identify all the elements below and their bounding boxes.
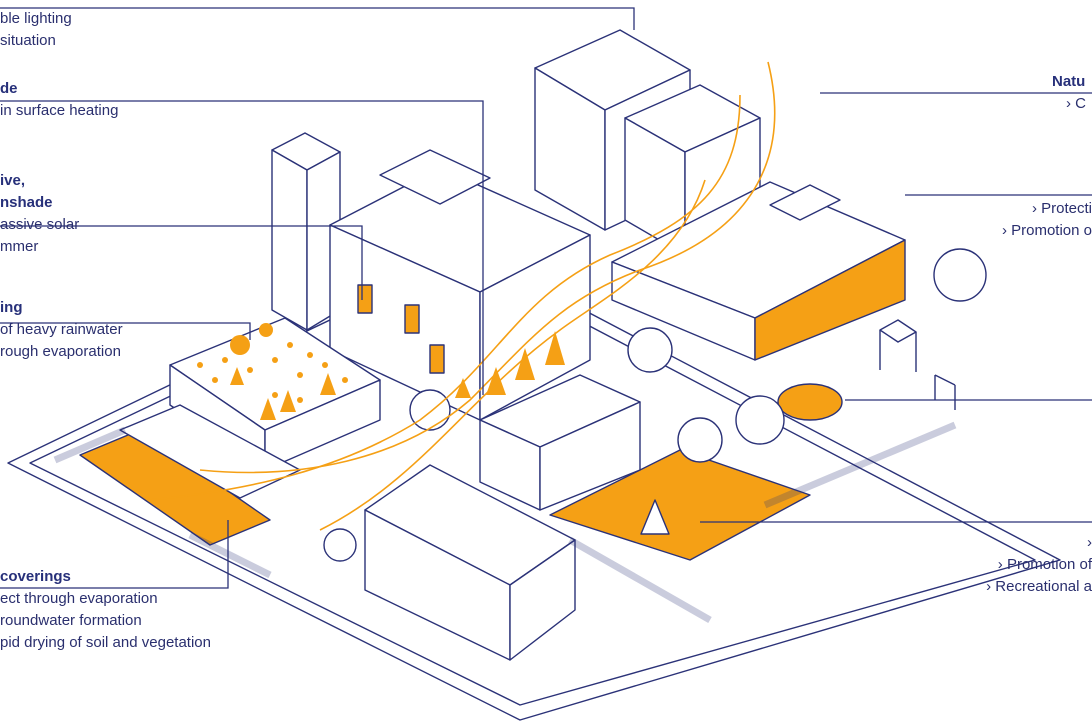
label-coverings: coverings ect through evaporation roundw… <box>0 566 211 654</box>
leader-coverings <box>0 520 229 589</box>
label-park: › › Promotion of › Recreational a <box>986 532 1092 598</box>
front-villa <box>364 464 576 661</box>
hedge-left <box>53 421 957 624</box>
leader-lighting <box>0 7 635 30</box>
left-courtyard-paving <box>79 429 271 546</box>
label-lighting: ble lighting situation <box>0 8 72 52</box>
label-shade-heading: de <box>0 80 18 97</box>
label-park-line-1: › <box>1087 534 1092 551</box>
label-roof-heading: ing <box>0 299 23 316</box>
label-natural: Natu › C <box>1052 71 1086 115</box>
leader-lines <box>0 7 1092 589</box>
label-natural-line-1: › C <box>1066 95 1086 112</box>
label-protection-line-2: › Promotion o <box>1001 222 1092 239</box>
label-protection-line-1: › Protecti <box>1031 200 1092 217</box>
ground-plate-inner <box>29 257 1036 706</box>
label-lighting-line-1: ble lighting <box>0 10 72 27</box>
label-roof: ing of heavy rainwater rough evaporation <box>0 297 123 363</box>
green-roof-building <box>119 317 381 499</box>
orange-trees <box>197 323 565 420</box>
label-shade-line-1: in surface heating <box>0 102 119 119</box>
label-park-line-2: › Promotion of <box>997 556 1092 573</box>
label-coverings-line-2: roundwater formation <box>0 612 142 629</box>
label-passive-line-1: assive solar <box>0 216 80 233</box>
leader-passive <box>0 225 363 300</box>
label-lighting-line-2: situation <box>0 32 56 49</box>
wind-flow-lines <box>149 61 776 531</box>
label-passive-line-2: mmer <box>0 238 39 255</box>
label-park-line-3: › Recreational a <box>986 578 1092 595</box>
orange-facade-building <box>611 181 906 361</box>
label-protection: › Protecti › Promotion o <box>1002 198 1092 242</box>
small-house <box>479 374 641 511</box>
slim-tower <box>271 132 341 331</box>
label-coverings-line-1: ect through evaporation <box>0 590 158 607</box>
label-roof-line-1: of heavy rainwater <box>0 321 123 338</box>
label-passive-heading-1: ive, <box>0 172 26 189</box>
sandpit <box>777 383 843 421</box>
leader-shade <box>0 100 484 395</box>
label-shade: de in surface heating <box>0 78 118 122</box>
label-coverings-heading: coverings <box>0 568 71 585</box>
label-roof-line-2: rough evaporation <box>0 343 121 360</box>
label-passive-heading-2: nshade <box>0 194 53 211</box>
label-coverings-line-3: pid drying of soil and vegetation <box>0 634 211 651</box>
label-natural-heading: Natu <box>1052 73 1086 90</box>
playground <box>879 319 956 410</box>
label-passive: ive, nshade assive solar mmer <box>0 170 79 258</box>
leader-roof <box>0 322 251 340</box>
